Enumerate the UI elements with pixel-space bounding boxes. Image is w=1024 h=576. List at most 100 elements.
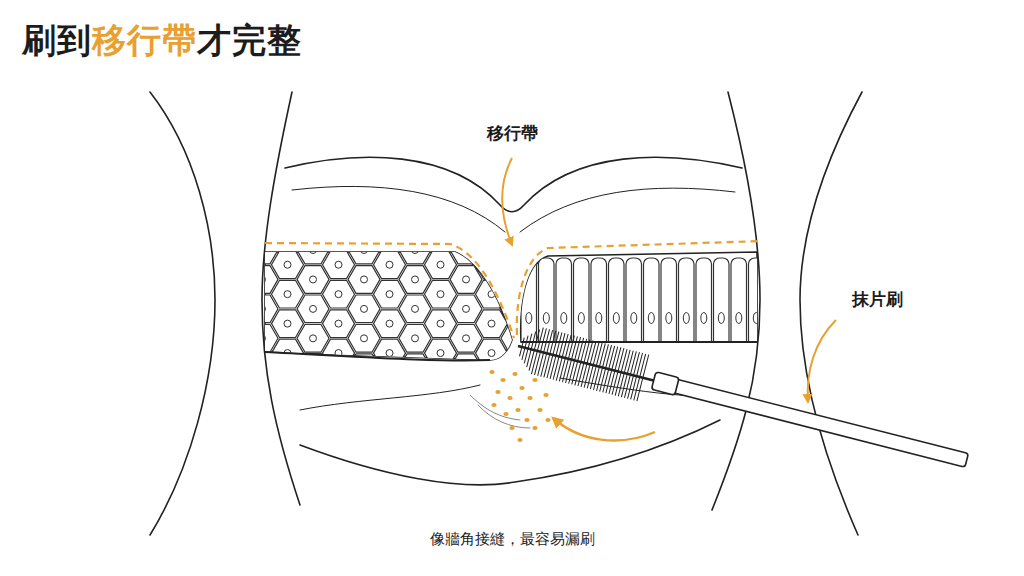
- squamous-cell: [348, 266, 380, 294]
- squamous-cell: [246, 354, 278, 382]
- callout-label: 抹片刷: [852, 288, 903, 311]
- cell-nucleus: [463, 276, 470, 283]
- vaginal-wall: [150, 92, 215, 535]
- sample-cell: [537, 408, 542, 412]
- squamous-cell: [425, 310, 457, 338]
- squamous-cell: [348, 236, 380, 264]
- squamous-cell: [425, 339, 457, 367]
- cell-nucleus: [259, 276, 266, 283]
- cell-nucleus: [488, 261, 495, 268]
- squamous-cell: [476, 310, 508, 338]
- cervix-contour: [300, 420, 720, 485]
- cell-nucleus: [666, 313, 672, 324]
- columnar-cell: [696, 258, 712, 350]
- cell-nucleus: [361, 335, 368, 342]
- squamous-cell: [246, 295, 278, 323]
- cervix-outline: [285, 157, 742, 211]
- squamous-cell: [323, 369, 355, 397]
- sample-cell: [495, 390, 500, 394]
- sample-cell: [545, 418, 550, 422]
- columnar-cell: [749, 258, 765, 350]
- cell-nucleus: [437, 320, 444, 327]
- cell-nucleus: [412, 305, 419, 312]
- callout-label: 移行帶: [487, 122, 538, 145]
- columnar-cell: [714, 258, 730, 350]
- squamous-cell: [323, 251, 355, 279]
- cell-nucleus: [412, 247, 419, 254]
- columnar-cell: [679, 258, 695, 350]
- sample-cell: [509, 426, 514, 430]
- cell-nucleus: [284, 261, 291, 268]
- cell-nucleus: [386, 291, 393, 298]
- cell-nucleus: [386, 320, 393, 327]
- cell-nucleus: [259, 247, 266, 254]
- squamous-cell: [425, 369, 457, 397]
- brush-wire: [518, 346, 659, 382]
- squamous-cell: [399, 266, 431, 294]
- squamous-cell: [348, 325, 380, 353]
- squamous-cell: [348, 295, 380, 323]
- motion-arc: [478, 405, 530, 428]
- cell-nucleus: [736, 313, 742, 324]
- columnar-cell: [574, 258, 590, 350]
- cell-nucleus: [310, 335, 317, 342]
- cell-nucleus: [361, 305, 368, 312]
- cell-nucleus: [543, 313, 549, 324]
- cell-nucleus: [386, 261, 393, 268]
- cell-nucleus: [463, 364, 470, 371]
- cell-nucleus: [412, 335, 419, 342]
- cytobrush: [512, 323, 973, 484]
- zone-dashed-line: [517, 241, 762, 335]
- cell-nucleus: [361, 276, 368, 283]
- sample-cell: [515, 408, 520, 412]
- cell-nucleus: [310, 276, 317, 283]
- leader-arrow: [502, 158, 512, 245]
- cell-nucleus: [361, 247, 368, 254]
- cell-nucleus: [463, 305, 470, 312]
- cell-nucleus: [514, 364, 521, 371]
- cervix-contour: [300, 385, 480, 410]
- title-part: 移行帶: [92, 20, 197, 60]
- title-part: 刷到: [22, 20, 92, 60]
- cell-nucleus: [259, 335, 266, 342]
- squamous-cell: [374, 369, 406, 397]
- sample-cell: [507, 396, 512, 400]
- squamous-cell: [476, 369, 508, 397]
- caption: 像牆角接縫，最容易漏刷: [430, 530, 595, 549]
- cell-nucleus: [437, 291, 444, 298]
- title-part: 才完整: [197, 20, 302, 60]
- cell-nucleus: [259, 305, 266, 312]
- cell-nucleus: [437, 350, 444, 357]
- cervix-contour: [520, 188, 735, 232]
- cell-nucleus: [596, 313, 602, 324]
- sample-cell: [527, 396, 532, 400]
- cell-nucleus: [310, 364, 317, 371]
- sample-cell: [512, 372, 517, 376]
- sample-cell: [543, 393, 548, 397]
- cell-nucleus: [488, 379, 495, 386]
- brush-handle: [657, 375, 969, 467]
- squamous-cell: [272, 310, 304, 338]
- sample-cell: [491, 403, 496, 407]
- squamous-cell: [297, 325, 329, 353]
- squamous-cell: [297, 266, 329, 294]
- columnar-cell: [626, 258, 642, 350]
- squamous-cell: [425, 280, 457, 308]
- squamous-cell: [297, 236, 329, 264]
- cell-nucleus: [753, 313, 759, 324]
- zone-dashed-line: [265, 243, 514, 338]
- squamous-cell: [323, 310, 355, 338]
- sample-cell: [500, 378, 505, 382]
- cell-nucleus: [412, 276, 419, 283]
- squamous-cell: [272, 251, 304, 279]
- squamous-cell: [476, 339, 508, 367]
- squamous-cell: [272, 280, 304, 308]
- columnar-cell: [731, 258, 747, 350]
- cell-nucleus: [613, 313, 619, 324]
- vaginal-wall: [800, 92, 862, 535]
- cell-nucleus: [386, 350, 393, 357]
- cell-nucleus: [526, 313, 532, 324]
- squamous-cell: [450, 354, 482, 382]
